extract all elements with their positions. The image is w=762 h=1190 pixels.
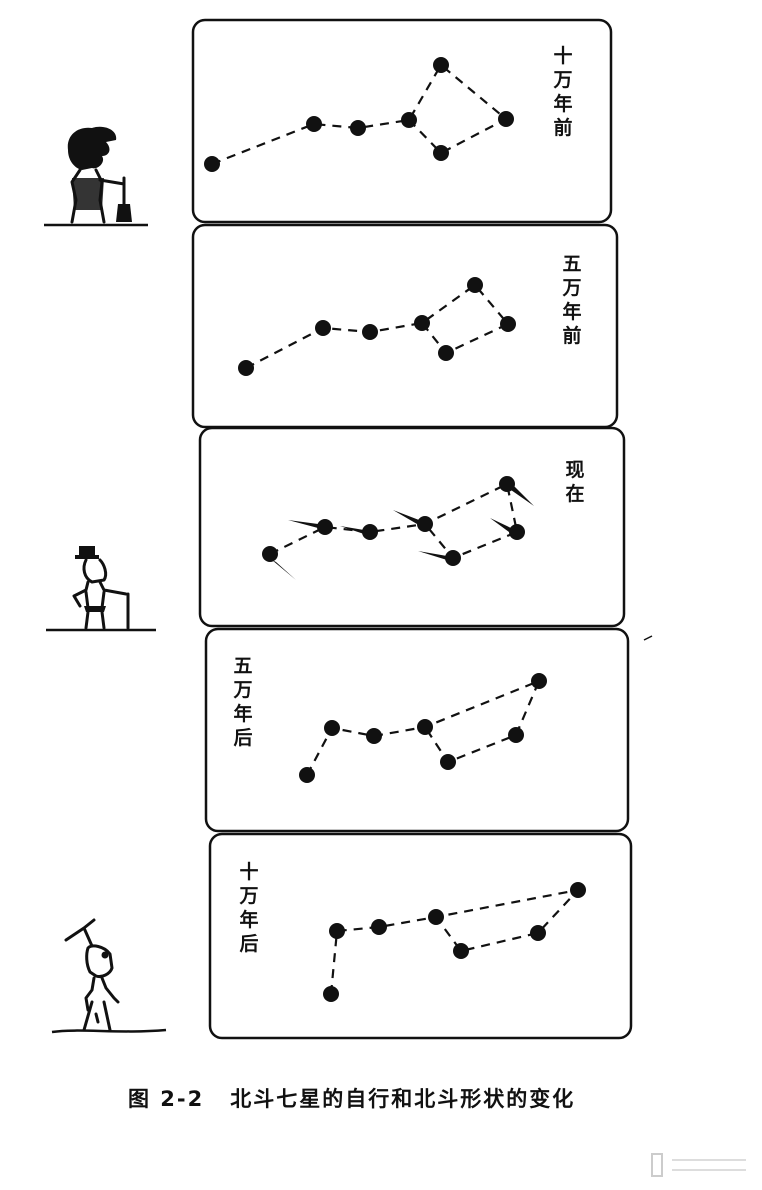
- dipper-lines: [306, 678, 542, 776]
- dipper-lines: [245, 283, 510, 369]
- panel-50k-years-later: [204, 627, 630, 833]
- figure-caption: 图 2-2 北斗七星的自行和北斗形状的变化: [128, 1083, 688, 1113]
- stars: [323, 882, 586, 1002]
- scroll-indicator-icon: [651, 1153, 746, 1177]
- stray-mark: [643, 635, 653, 641]
- panel-label-100k-years-ago: 十万年前: [553, 45, 573, 139]
- panel-frame: [208, 832, 633, 1040]
- stars: [299, 673, 547, 783]
- panel-present: [198, 426, 626, 628]
- panel-100k-years-ago: [191, 18, 613, 224]
- panel-100k-years-later: [208, 832, 633, 1040]
- caveman-illustration: [44, 126, 148, 227]
- panel-label-100k-years-later: 十万年后: [239, 861, 259, 955]
- modern-man-illustration: [46, 546, 156, 632]
- stars: [262, 476, 525, 566]
- panel-50k-years-ago: [191, 223, 619, 429]
- stars: [238, 277, 516, 376]
- future-man-illustration: [51, 918, 167, 1034]
- caption-number: 图 2-2: [128, 1087, 205, 1111]
- proper-motion-arrows: [272, 486, 534, 580]
- caption-text: 北斗七星的自行和北斗形状的变化: [230, 1087, 576, 1111]
- panel-label-50k-years-ago: 五万年前: [562, 253, 582, 347]
- panel-label-50k-years-later: 五万年后: [233, 655, 253, 749]
- panel-frame: [204, 627, 630, 833]
- panel-frame: [191, 223, 619, 429]
- stars: [204, 57, 514, 172]
- panel-label-present: 现在: [565, 459, 585, 505]
